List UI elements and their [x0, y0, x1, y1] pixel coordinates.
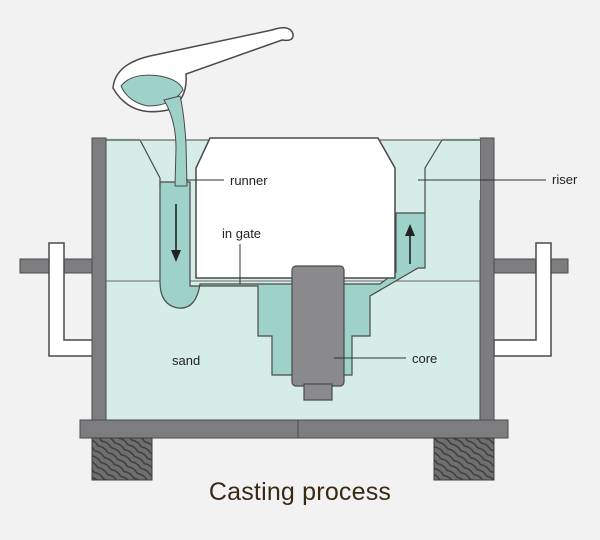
- sand-label: sand: [172, 353, 201, 368]
- core-body: [291, 265, 345, 387]
- runner-edge: [106, 139, 161, 186]
- pattern: [195, 137, 396, 279]
- runner-label: runner: [230, 173, 268, 188]
- base-board: [79, 419, 509, 439]
- core-label: core: [412, 351, 438, 366]
- riser-label: riser: [552, 172, 578, 187]
- molten-metal: [159, 181, 426, 376]
- arrow-down-icon: [171, 204, 181, 262]
- wood-block-icon: [433, 437, 495, 481]
- right-rail: [491, 258, 569, 274]
- wood-block-icon: [91, 437, 153, 481]
- pour-stream: [163, 95, 188, 187]
- riser-notch: [425, 138, 480, 200]
- in-gate-label: in gate: [222, 226, 262, 241]
- ladle-metal: [120, 74, 184, 107]
- core-print: [303, 383, 333, 401]
- diagram-title: Casting process: [208, 478, 392, 506]
- flask-left-wall: [91, 137, 107, 421]
- arrow-up-icon: [405, 224, 415, 264]
- riser-edge: [424, 139, 480, 213]
